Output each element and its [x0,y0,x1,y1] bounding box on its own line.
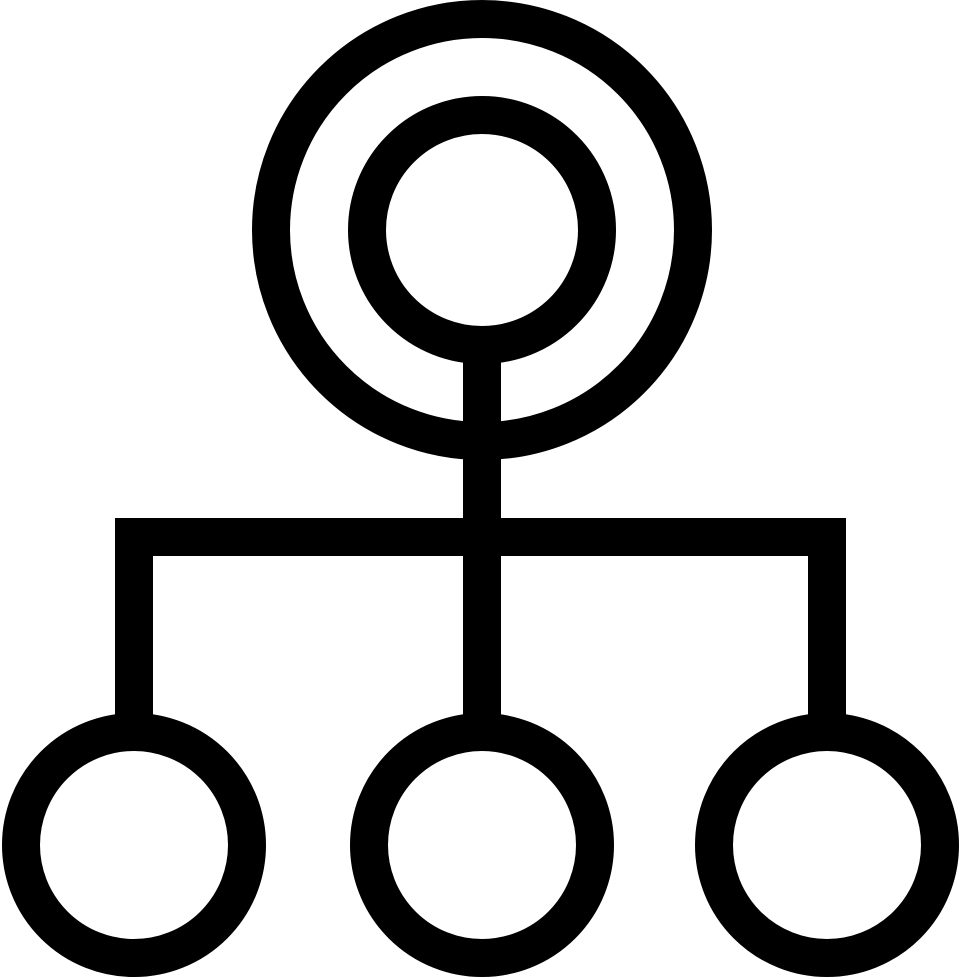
middle-child-circle [350,713,614,977]
left-child-circle [2,713,266,977]
right-child-circle [695,713,959,977]
top-inner-ring [348,96,616,364]
